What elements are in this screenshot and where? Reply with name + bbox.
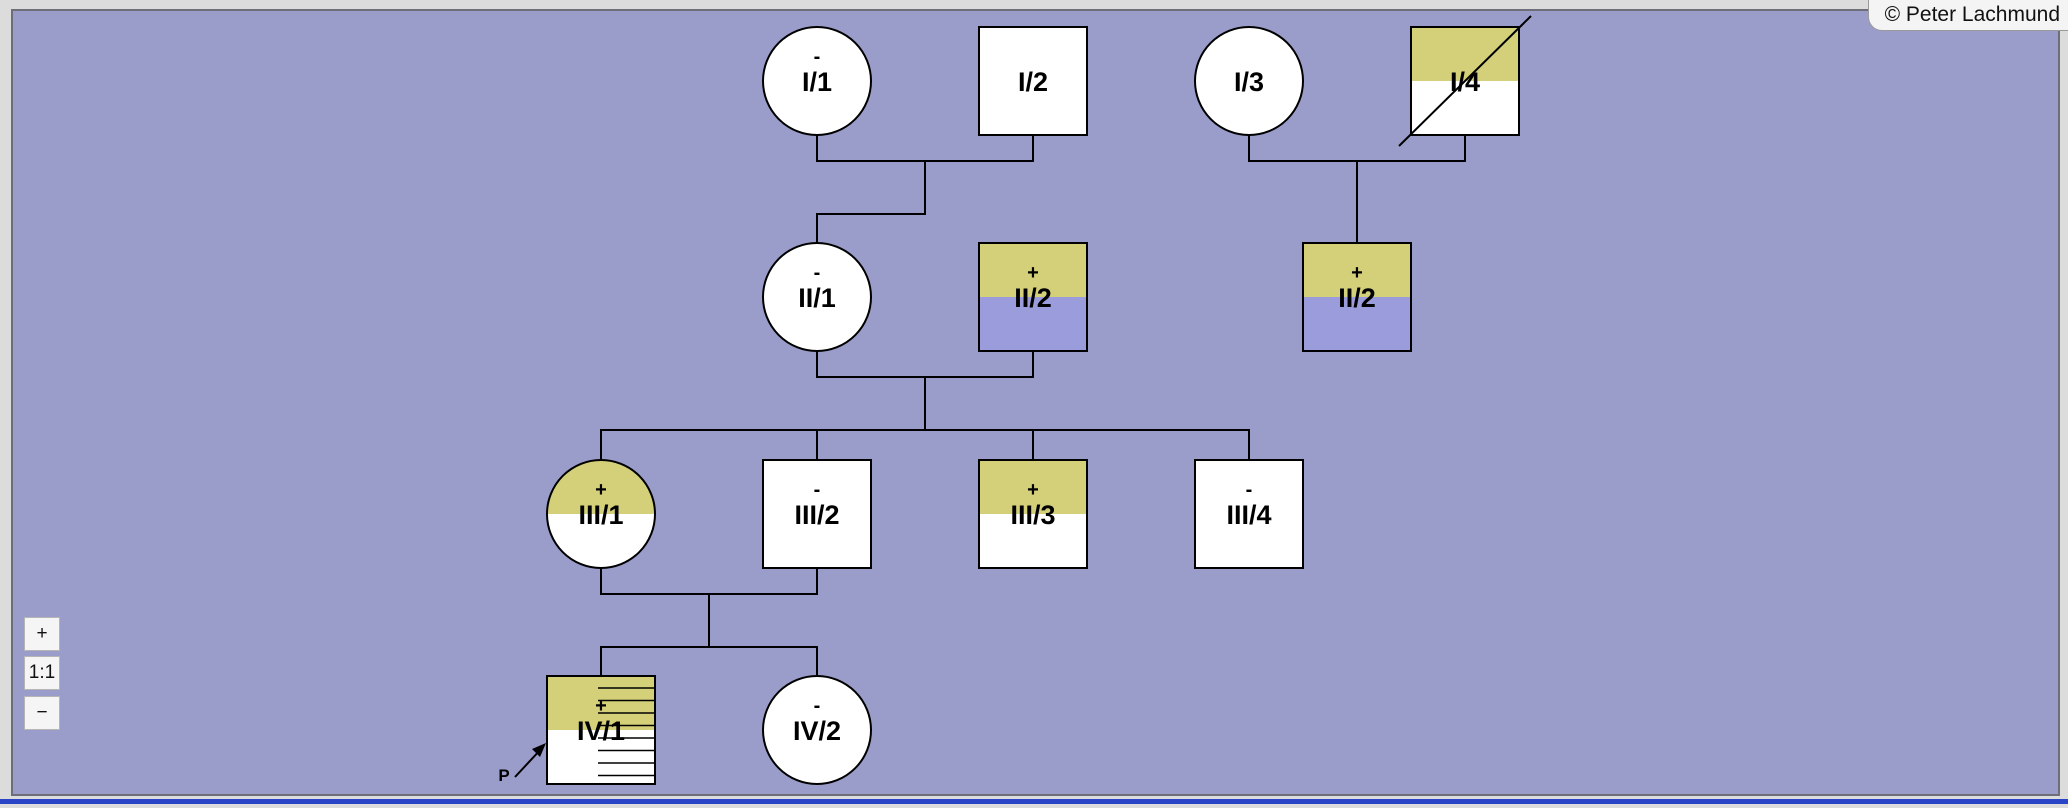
copyright-badge: © Peter Lachmund <box>1867 0 2068 31</box>
individual-i-1-0[interactable]: -I/1 <box>762 26 872 136</box>
mating-line-i3-i4 <box>1248 135 1466 162</box>
genotype-marker: - <box>814 262 821 284</box>
proband-arrow: P <box>498 743 546 785</box>
individual-iv-2-12[interactable]: -IV/2 <box>762 675 872 785</box>
individual-label: I/2 <box>1018 67 1048 97</box>
individual-iii-3-9[interactable]: +III/3 <box>978 459 1088 569</box>
individual-label: IV/2 <box>793 716 841 746</box>
genotype-marker: + <box>1027 262 1039 284</box>
deceased-slash <box>1398 15 1532 147</box>
mating-line-ii1-ii2 <box>816 351 1034 378</box>
proband-label: P <box>498 766 509 785</box>
individual-iii-1-7[interactable]: +III/1 <box>546 459 656 569</box>
mating-line-iii1-iii2 <box>600 568 818 595</box>
relationship-lines <box>600 135 1466 676</box>
pedigree-canvas[interactable] <box>11 9 2060 796</box>
genotype-marker: - <box>1246 479 1253 501</box>
zoom-reset-button[interactable]: 1:1 <box>24 656 60 690</box>
mating-line-i1-i2 <box>816 135 1034 162</box>
individual-label: I/3 <box>1234 67 1264 97</box>
individual-label: III/2 <box>794 500 839 530</box>
individual-i-4-3[interactable]: I/4 <box>1398 15 1532 147</box>
individual-label: II/1 <box>798 283 836 313</box>
individual-i-2-1[interactable]: I/2 <box>978 26 1088 136</box>
genotype-marker: - <box>814 46 821 68</box>
individual-iii-4-10[interactable]: -III/4 <box>1194 459 1304 569</box>
genotype-marker: + <box>1351 262 1363 284</box>
sibship-line-gen3 <box>600 429 1250 459</box>
genotype-marker: - <box>814 479 821 501</box>
individual-ii-1-4[interactable]: -II/1 <box>762 242 872 352</box>
genotype-marker: - <box>814 695 821 717</box>
individual-label: I/1 <box>802 67 832 97</box>
zoom-in-button[interactable]: + <box>24 617 60 651</box>
individual-label: I/4 <box>1450 67 1480 97</box>
window-bottom-edge <box>0 799 2068 804</box>
individual-ii-2-6[interactable]: +II/2 <box>1302 242 1412 352</box>
zoom-out-button[interactable]: − <box>24 696 60 730</box>
individual-label: III/4 <box>1226 500 1271 530</box>
individual-ii-2-5[interactable]: +II/2 <box>978 242 1088 352</box>
individual-iii-2-8[interactable]: -III/2 <box>762 459 872 569</box>
individual-iv-1-11[interactable]: +IV/1 <box>546 675 656 785</box>
individual-label: III/3 <box>1010 500 1055 530</box>
sibship-line-gen4 <box>600 646 818 676</box>
individual-label: III/1 <box>578 500 623 530</box>
individual-label: IV/1 <box>577 716 625 746</box>
genotype-marker: + <box>595 695 607 717</box>
individual-i-3-2[interactable]: I/3 <box>1194 26 1304 136</box>
genotype-marker: + <box>595 479 607 501</box>
individual-label: II/2 <box>1014 283 1052 313</box>
genotype-marker: + <box>1027 479 1039 501</box>
individual-label: II/2 <box>1338 283 1376 313</box>
descent-line-ii1 <box>816 161 926 243</box>
